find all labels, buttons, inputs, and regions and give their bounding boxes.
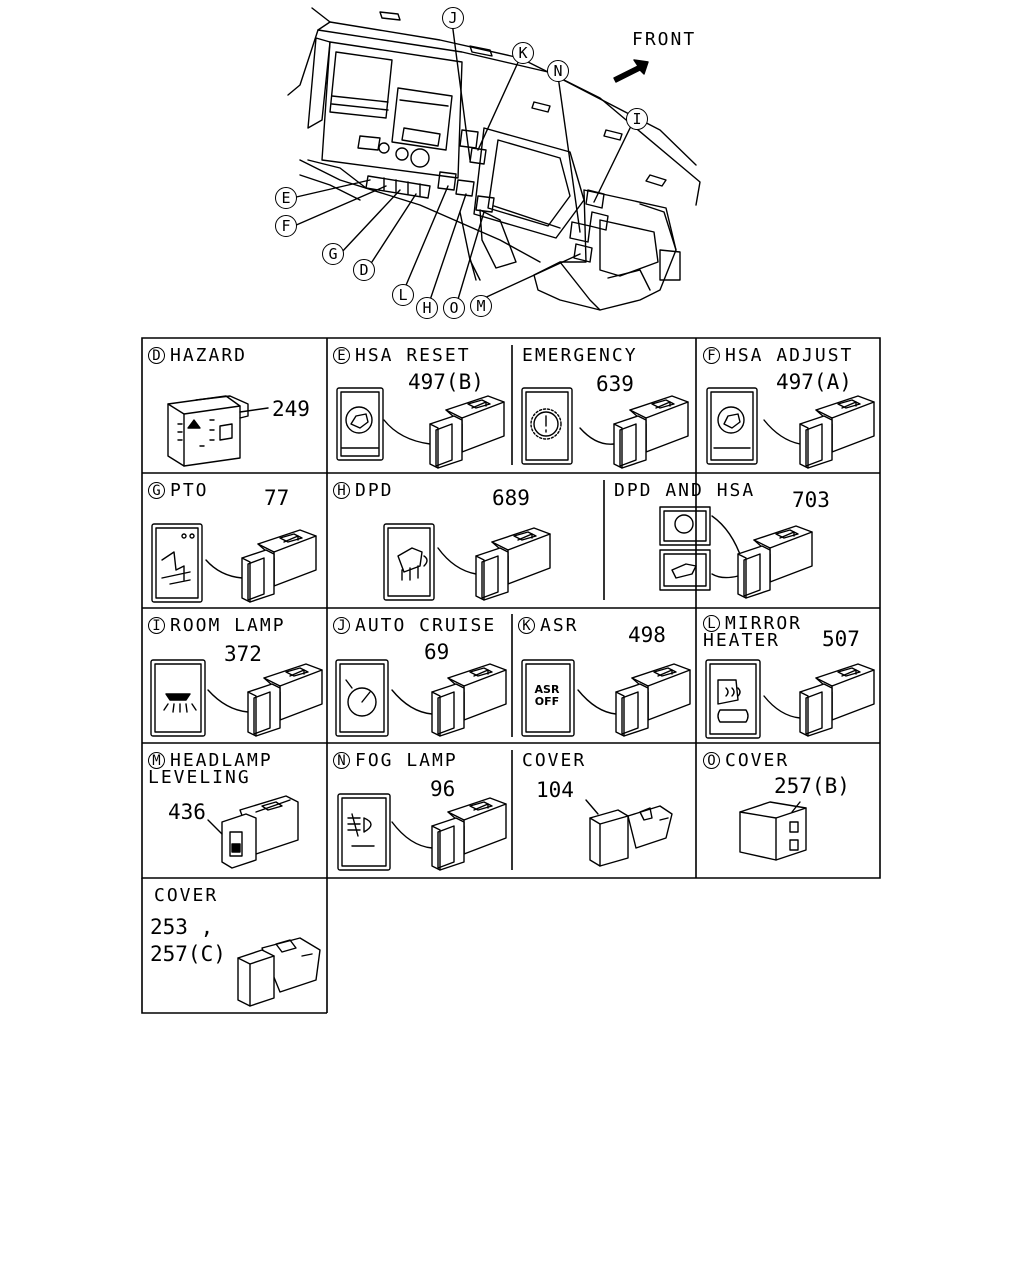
callout-e: E: [275, 187, 297, 209]
cover-253-drawing: [237, 937, 321, 1007]
room-lamp-switch-drawing: [150, 659, 323, 737]
callout-n: N: [547, 60, 569, 82]
asr-icon-line2: OFF: [534, 695, 560, 708]
part-number-497a: 497(A): [776, 370, 852, 394]
hsa-adjust-label: HSA ADJUST: [725, 345, 854, 366]
hsa-reset-label: HSA RESET: [355, 345, 471, 366]
callout-k: K: [512, 42, 534, 64]
cover-104-drawing: [585, 799, 673, 867]
panel-k-title: K ASR: [518, 615, 579, 636]
callout-j: J: [442, 7, 464, 29]
callout-m: M: [470, 295, 492, 317]
part-number-689: 689: [492, 486, 530, 510]
dashboard-overview-drawing: [287, 7, 701, 311]
hazard-switch-drawing: [167, 395, 269, 467]
cover-o-label: COVER: [725, 750, 790, 771]
emergency-switch-drawing: [521, 387, 689, 469]
hazard-label: HAZARD: [170, 345, 248, 366]
hsa-reset-drawing: [336, 387, 505, 469]
part-number-249: 249: [272, 397, 310, 421]
part-number-703: 703: [792, 488, 830, 512]
part-number-639: 639: [596, 372, 634, 396]
letter-g-badge: G: [148, 482, 165, 499]
part-number-507: 507: [822, 627, 860, 651]
asr-label: ASR: [540, 615, 579, 636]
part-number-257b: 257(B): [774, 774, 850, 798]
fog-lamp-label: FOG LAMP: [355, 750, 458, 771]
callout-f: F: [275, 215, 297, 237]
front-label: FRONT: [632, 29, 697, 50]
panel-i-title: I ROOM LAMP: [148, 615, 286, 636]
letter-k-badge: K: [518, 617, 535, 634]
cover-104-label: COVER: [522, 750, 587, 771]
asr-switch-drawing: [521, 659, 691, 737]
cover-257b-drawing: [739, 801, 807, 861]
letter-n-badge: N: [333, 752, 350, 769]
letter-o-badge: O: [703, 752, 720, 769]
panel-e-title: E HSA RESET: [333, 345, 471, 366]
asr-icon-line1: ASR: [534, 683, 560, 696]
part-number-498: 498: [628, 623, 666, 647]
part-number-436: 436: [168, 800, 206, 824]
callout-h: H: [416, 297, 438, 319]
headlamp-leveling-label: HEADLAMP LEVELING: [148, 750, 273, 788]
hsa-adjust-drawing: [706, 387, 875, 469]
panel-g-title: G PTO: [148, 480, 209, 501]
callout-l: L: [392, 284, 414, 306]
part-number-104: 104: [536, 778, 574, 802]
dpd-and-hsa-drawing: [659, 506, 813, 599]
headlamp-leveling-switch-drawing: [207, 795, 299, 869]
panel-d-title: D HAZARD: [148, 345, 248, 366]
panel-f-title: F HSA ADJUST: [703, 345, 854, 366]
letter-j-badge: J: [333, 617, 350, 634]
cover-253-label: COVER: [154, 885, 219, 906]
letter-f-badge: F: [703, 347, 720, 364]
auto-cruise-label: AUTO CRUISE: [355, 615, 497, 636]
dpd-switch-drawing: [383, 523, 551, 601]
part-number-96: 96: [430, 777, 456, 801]
letter-e-badge: E: [333, 347, 350, 364]
letter-i-badge: I: [148, 617, 165, 634]
emergency-label: EMERGENCY: [522, 345, 638, 366]
fog-lamp-switch-drawing: [337, 793, 507, 871]
callout-d: D: [353, 259, 375, 281]
callout-i: I: [626, 108, 648, 130]
pto-label: PTO: [170, 480, 209, 501]
panel-n-title: N FOG LAMP: [333, 750, 458, 771]
room-lamp-label: ROOM LAMP: [170, 615, 286, 636]
dpd-and-hsa-label: DPD AND HSA: [614, 480, 756, 501]
pto-switch-drawing: [151, 523, 317, 603]
mirror-heater-label: MIRROR HEATER: [703, 613, 803, 651]
auto-cruise-switch-drawing: [335, 659, 507, 737]
mirror-heater-switch-drawing: [705, 659, 875, 739]
letter-d-badge: D: [148, 347, 165, 364]
panel-o-title: O COVER: [703, 750, 790, 771]
asr-off-icon-text: ASR OFF: [532, 684, 562, 708]
callout-o: O: [443, 297, 465, 319]
part-number-497b: 497(B): [408, 370, 484, 394]
part-number-253-257c: 253 , 257(C): [150, 915, 226, 966]
dpd-label: DPD: [355, 480, 394, 501]
callout-g: G: [322, 243, 344, 265]
letter-h-badge: H: [333, 482, 350, 499]
part-number-372: 372: [224, 642, 262, 666]
part-number-69: 69: [424, 640, 450, 664]
panel-h-title: H DPD: [333, 480, 394, 501]
part-number-77: 77: [264, 486, 290, 510]
panel-j-title: J AUTO CRUISE: [333, 615, 497, 636]
